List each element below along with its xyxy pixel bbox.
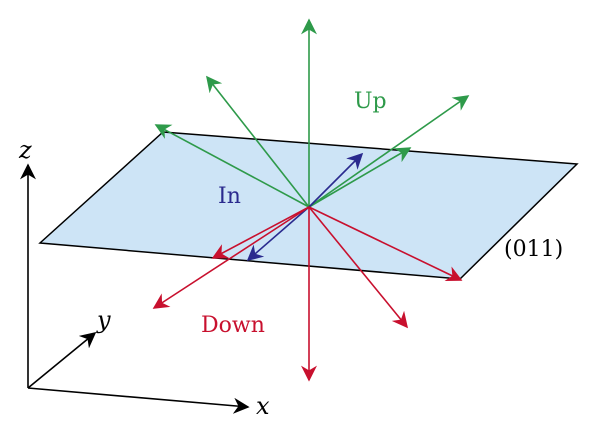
axis-label-x: x xyxy=(256,392,270,420)
in-vector-back xyxy=(308,152,364,208)
plane-label: (011) xyxy=(504,237,563,262)
down-vector-lower-left xyxy=(152,206,310,309)
down-vectors xyxy=(152,206,463,382)
up-vector-upper-right xyxy=(308,95,470,208)
down-vector-lower-right xyxy=(308,206,409,329)
down-label: Down xyxy=(201,313,265,338)
axis-label-z: z xyxy=(18,136,32,164)
y-axis xyxy=(27,331,97,389)
up-label: Up xyxy=(354,89,387,114)
in-vectors xyxy=(246,152,364,262)
down-vector-plane-left xyxy=(211,206,310,259)
up-vectors xyxy=(154,18,470,208)
axis-label-y: y xyxy=(96,306,111,334)
up-vector-plane-right xyxy=(308,147,412,208)
in-label: In xyxy=(218,184,241,209)
up-vector-plane-left xyxy=(154,124,310,208)
in-vector-front xyxy=(246,206,310,262)
x-axis xyxy=(27,387,250,414)
up-vector-upper-left xyxy=(206,75,310,208)
coordinate-axes xyxy=(20,163,250,414)
down-vector-plane-right xyxy=(308,206,463,281)
